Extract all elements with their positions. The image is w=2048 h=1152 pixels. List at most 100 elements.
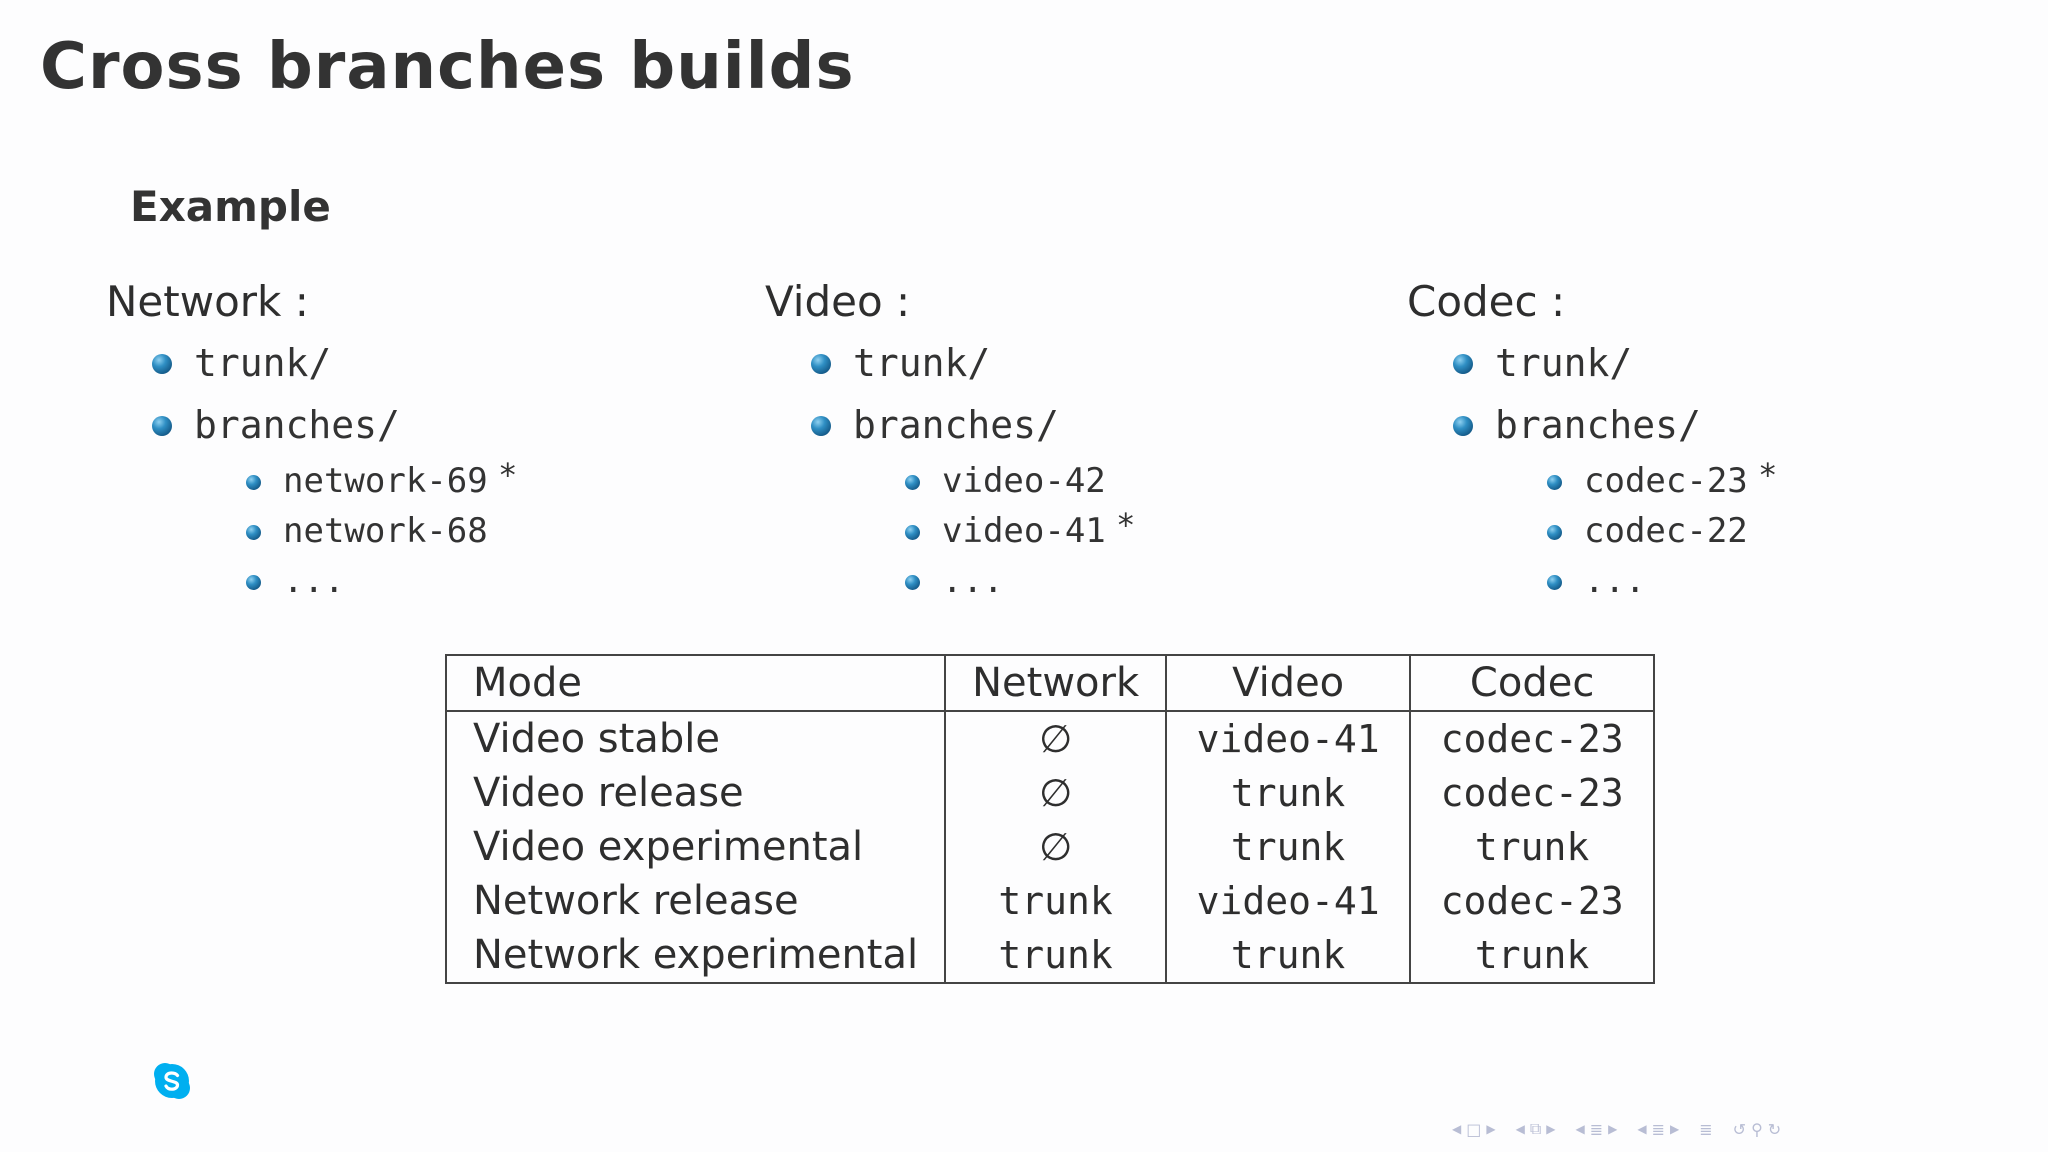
sublist-item: codec-22: [1407, 506, 1776, 556]
table-header-row: Mode Network Video Codec: [444, 654, 1656, 712]
bullet-icon: [1547, 575, 1562, 590]
nav-frame-group: ◀ □ ▶: [1452, 1120, 1496, 1139]
nav-subsection-icon[interactable]: ⧉: [1529, 1119, 1542, 1138]
bullet-icon: [1547, 525, 1562, 540]
sublist-item: ...: [765, 556, 1134, 606]
mode-cell: Video release: [444, 766, 947, 820]
sublist-item: ...: [106, 556, 516, 606]
skype-icon: [154, 1063, 190, 1099]
current-branch-marker: *: [1117, 506, 1134, 544]
table-row: Video release ∅ trunk codec-23: [444, 766, 1656, 820]
nav-search-icon[interactable]: ⚲: [1751, 1119, 1763, 1139]
bullet-icon: [811, 354, 831, 374]
nav-next-frame-icon[interactable]: ▶: [1486, 1122, 1496, 1136]
nav-search-group: ↺ ⚲ ↻: [1733, 1120, 1782, 1139]
nav-document-icon[interactable]: ≣: [1699, 1119, 1713, 1139]
video-cell: trunk: [1165, 928, 1412, 984]
sublist-item: network-68: [106, 506, 516, 556]
nav-next-part-icon[interactable]: ▶: [1670, 1122, 1680, 1136]
slide-navigation-bar: ◀ □ ▶ ◀ ⧉ ▶ ◀ ≣ ▶ ◀ ≣ ▶ ≣ ↺ ⚲ ↻: [1452, 1114, 1795, 1144]
bullet-icon: [905, 525, 920, 540]
nav-prev-part-icon[interactable]: ◀: [1637, 1122, 1647, 1136]
nav-document-group: ≣: [1699, 1120, 1712, 1139]
bullet-icon: [246, 475, 261, 490]
network-cell: ∅: [944, 711, 1168, 766]
list-item: trunk/: [765, 332, 1134, 394]
mode-cell: Network experimental: [444, 928, 947, 984]
list-item: trunk/: [106, 332, 516, 394]
network-cell: ∅: [944, 766, 1168, 820]
column-header-video: Video: [1165, 654, 1412, 712]
nav-subsection-group: ◀ ⧉ ▶: [1516, 1119, 1556, 1139]
bullet-icon: [905, 575, 920, 590]
example-block-title: Example: [130, 182, 331, 231]
list-item: branches/: [1407, 394, 1776, 456]
nav-part-group: ◀ ≣ ▶: [1637, 1120, 1679, 1139]
bullet-icon: [1453, 354, 1473, 374]
video-cell: video-41: [1165, 874, 1412, 928]
nav-back-icon[interactable]: ↺: [1732, 1119, 1747, 1139]
column-header-mode: Mode: [444, 654, 947, 712]
network-cell: trunk: [944, 874, 1168, 928]
sublist-item: codec-23*: [1407, 456, 1776, 506]
bullet-icon: [246, 525, 261, 540]
column-heading: Codec :: [1407, 277, 1566, 326]
sublist-item: ...: [1407, 556, 1776, 606]
build-modes-table: Mode Network Video Codec Video stable ∅ …: [444, 654, 1656, 984]
branch-sublist: video-42 video-41* ...: [765, 456, 1134, 606]
sublist-item: network-69*: [106, 456, 516, 506]
nav-part-icon[interactable]: ≣: [1651, 1119, 1666, 1139]
column-heading: Network :: [106, 277, 309, 326]
nav-next-subsection-icon[interactable]: ▶: [1546, 1122, 1556, 1136]
codec-cell: trunk: [1409, 820, 1656, 874]
slide-title: Cross branches builds: [40, 30, 855, 104]
nav-prev-frame-icon[interactable]: ◀: [1452, 1122, 1462, 1136]
nav-next-section-icon[interactable]: ▶: [1608, 1122, 1618, 1136]
video-column: Video : trunk/ branches/ video-42 video-…: [765, 272, 1134, 606]
list-item: branches/: [765, 394, 1134, 456]
table-row: Video experimental ∅ trunk trunk: [444, 820, 1656, 874]
current-branch-marker: *: [1759, 456, 1776, 494]
video-cell: video-41: [1165, 711, 1412, 766]
list-item: branches/: [106, 394, 516, 456]
bullet-icon: [152, 354, 172, 374]
bullet-icon: [1547, 475, 1562, 490]
nav-forward-icon[interactable]: ↻: [1767, 1119, 1782, 1139]
branch-list: trunk/ branches/: [106, 332, 516, 456]
mode-cell: Video stable: [444, 711, 947, 766]
mode-cell: Network release: [444, 874, 947, 928]
video-cell: trunk: [1165, 766, 1412, 820]
network-column: Network : trunk/ branches/ network-69* n…: [106, 272, 516, 606]
column-header-network: Network: [944, 654, 1168, 712]
branch-list: trunk/ branches/: [765, 332, 1134, 456]
nav-prev-section-icon[interactable]: ◀: [1575, 1122, 1585, 1136]
nav-frame-icon[interactable]: □: [1466, 1119, 1482, 1139]
network-cell: ∅: [944, 820, 1168, 874]
bullet-icon: [152, 416, 172, 436]
bullet-icon: [905, 475, 920, 490]
table-row: Network experimental trunk trunk trunk: [444, 928, 1656, 984]
sublist-item: video-42: [765, 456, 1134, 506]
list-item: trunk/: [1407, 332, 1776, 394]
codec-cell: codec-23: [1409, 874, 1656, 928]
table-row: Network release trunk video-41 codec-23: [444, 874, 1656, 928]
table-row: Video stable ∅ video-41 codec-23: [444, 711, 1656, 766]
codec-cell: codec-23: [1409, 711, 1656, 766]
nav-section-group: ◀ ≣ ▶: [1576, 1120, 1618, 1139]
bullet-icon: [1453, 416, 1473, 436]
codec-column: Codec : trunk/ branches/ codec-23* codec…: [1407, 272, 1776, 606]
bullet-icon: [811, 416, 831, 436]
video-cell: trunk: [1165, 820, 1412, 874]
mode-cell: Video experimental: [444, 820, 947, 874]
branch-sublist: network-69* network-68 ...: [106, 456, 516, 606]
bullet-icon: [246, 575, 261, 590]
sublist-item: video-41*: [765, 506, 1134, 556]
branch-list: trunk/ branches/: [1407, 332, 1776, 456]
column-heading: Video :: [765, 277, 911, 326]
nav-section-icon[interactable]: ≣: [1589, 1119, 1604, 1139]
codec-cell: codec-23: [1409, 766, 1656, 820]
codec-cell: trunk: [1409, 928, 1656, 984]
nav-prev-subsection-icon[interactable]: ◀: [1515, 1122, 1525, 1136]
current-branch-marker: *: [499, 456, 516, 494]
branch-sublist: codec-23* codec-22 ...: [1407, 456, 1776, 606]
